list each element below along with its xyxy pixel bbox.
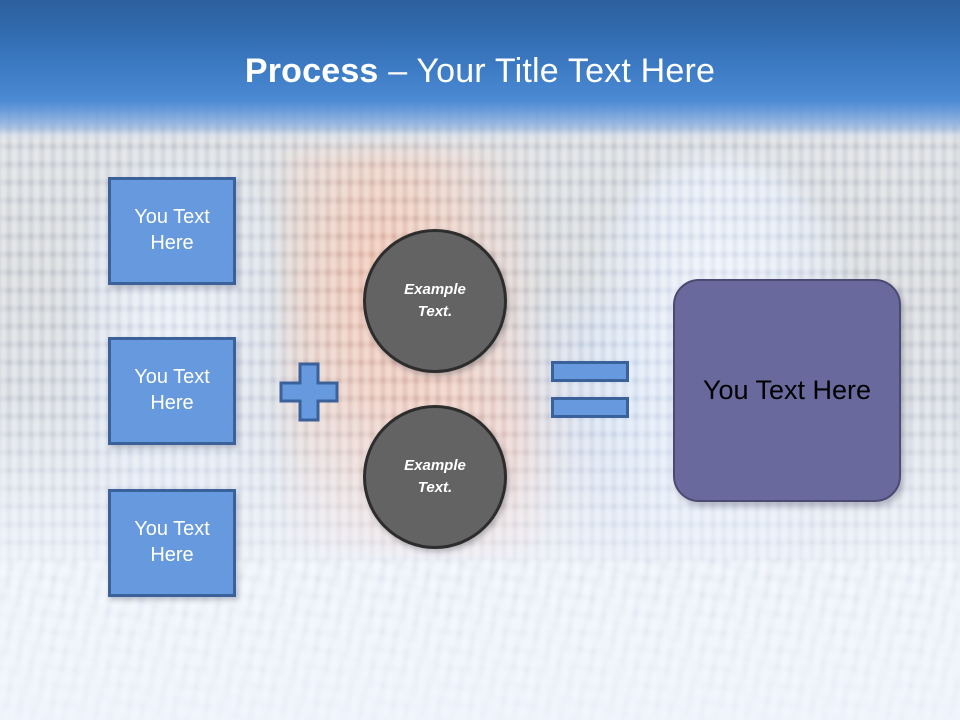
page-title-rest: – Your Title Text Here <box>378 52 716 90</box>
input-box-3[interactable]: You Text Here <box>108 489 236 597</box>
plus-sign-svg <box>279 362 339 422</box>
equals-bar-bottom <box>551 397 629 418</box>
input-box-2-label: You Text Here <box>134 366 210 414</box>
result-box-label: You Text Here <box>702 375 872 405</box>
input-box-2[interactable]: You Text Here <box>108 337 236 445</box>
input-box-1[interactable]: You Text Here <box>108 177 236 285</box>
page-title: Process – Your Title Text Here <box>0 52 960 91</box>
equals-bar-top <box>551 361 629 382</box>
plus-sign-icon <box>279 362 339 422</box>
input-box-3-label: You Text Here <box>134 518 210 566</box>
example-circle-1-line1: Example <box>404 280 466 298</box>
equals-sign-icon <box>551 361 629 418</box>
input-box-1-label: You Text Here <box>134 206 210 254</box>
example-circle-1[interactable]: Example Text. <box>363 229 507 373</box>
page-title-strong: Process <box>244 52 379 90</box>
example-circle-2-line2: Text. <box>417 479 453 496</box>
example-circle-2-line1: Example <box>404 456 466 474</box>
result-box[interactable]: You Text Here <box>673 279 901 502</box>
example-circle-2[interactable]: Example Text. <box>363 405 507 549</box>
example-circle-1-line2: Text. <box>417 303 453 320</box>
header-band: Process – Your Title Text Here <box>0 0 960 140</box>
